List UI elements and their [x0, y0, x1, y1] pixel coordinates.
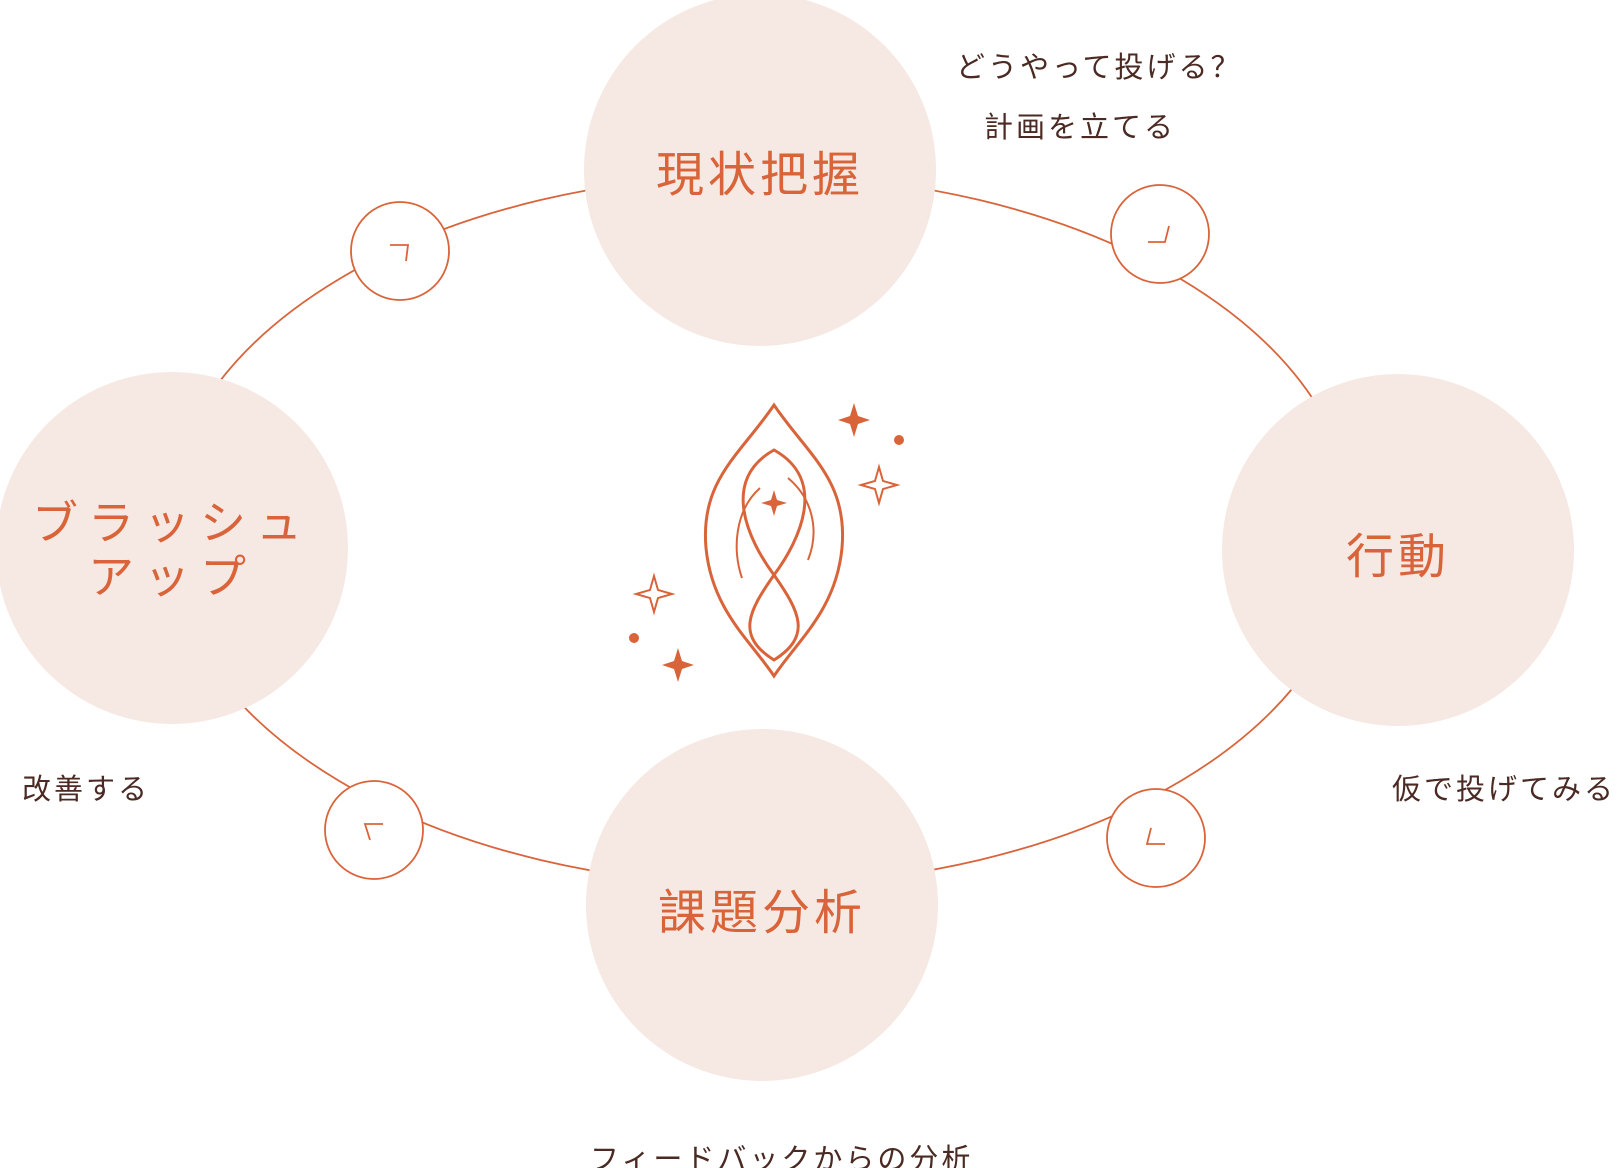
- chevron-icon: [1145, 827, 1165, 845]
- arrow-marker-bottom-left: [324, 780, 424, 880]
- dot-icon: [629, 633, 639, 643]
- sparkle-icon: [662, 648, 694, 682]
- caption-top-line1: どうやって投げる？: [956, 50, 1243, 84]
- sparkle-icon: [632, 572, 676, 616]
- node-top-text: 現状把握: [655, 147, 864, 203]
- sparkle-icons: [629, 403, 904, 682]
- node-bottom-text: 課題分析: [657, 885, 866, 941]
- node-left-text-line1: ブラッシュ: [32, 496, 312, 550]
- flame-infinity-emblem-icon: [703, 402, 845, 679]
- dot-icon: [894, 435, 904, 445]
- arrow-marker-top-right: [1110, 184, 1210, 284]
- node-label-right: 行動: [1238, 512, 1558, 592]
- arrow-marker-top-left: [350, 201, 450, 301]
- chevron-icon: [1148, 225, 1170, 243]
- caption-right: 仮で投げてみる: [1392, 772, 1617, 806]
- caption-top-line2: 計画を立てる: [984, 110, 1177, 144]
- chevron-icon: [390, 244, 410, 262]
- node-circle-bottom: [586, 729, 938, 1081]
- node-left-text-line2: アップ: [88, 550, 256, 604]
- node-label-bottom: 課題分析: [602, 868, 922, 948]
- node-right-text: 行動: [1345, 529, 1450, 585]
- node-circle-right: [1222, 374, 1574, 726]
- caption-bottom: フィードバックからの分析: [590, 1142, 974, 1168]
- sparkle-icon: [857, 463, 901, 507]
- node-label-left: ブラッシュ アップ: [12, 490, 332, 610]
- node-circle-left: [0, 372, 348, 724]
- sparkle-icon: [761, 490, 787, 516]
- chevron-icon: [363, 823, 383, 841]
- node-circle-top: [584, 0, 936, 346]
- arrow-marker-bottom-right: [1106, 788, 1206, 888]
- node-label-top: 現状把握: [600, 130, 920, 210]
- caption-left: 改善する: [22, 772, 151, 806]
- sparkle-icon: [838, 403, 870, 437]
